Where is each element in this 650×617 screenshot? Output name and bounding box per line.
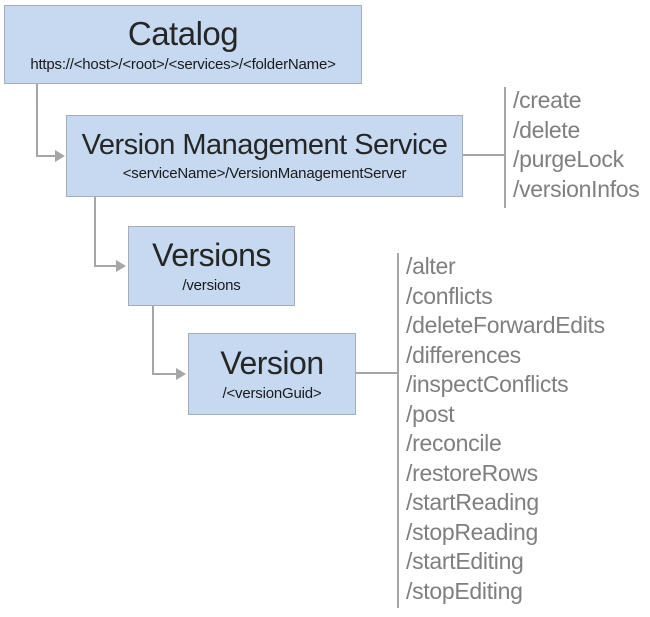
node-catalog: Catalog https://<host>/<root>/<services>… (4, 5, 362, 84)
connector-versions-to-version-vertical (152, 306, 154, 375)
catalog-url-pattern: https://<host>/<root>/<services>/<folder… (30, 55, 336, 73)
connector-vms-to-versions-vertical (94, 197, 96, 267)
catalog-title: Catalog (127, 15, 239, 53)
vms-operations-list: /create/delete/purgeLock/versionInfos (513, 86, 640, 204)
node-version-management-service: Version Management Service <serviceName>… (66, 115, 463, 197)
node-version: Version /<versionGuid> (188, 333, 356, 415)
operation-item: /versionInfos (513, 175, 640, 202)
operation-item: /alter (406, 253, 456, 279)
operation-item: /restoreRows (406, 459, 538, 486)
arrowhead-icon (176, 368, 186, 380)
operation-item: /startReading (406, 489, 539, 515)
vms-title: Version Management Service (81, 129, 448, 162)
connector-vms-to-versions-horizontal (94, 265, 117, 267)
operation-item: /startEditing (406, 548, 524, 574)
versions-title: Versions (152, 237, 271, 274)
node-versions: Versions /versions (128, 226, 295, 306)
operation-item: /purgeLock (513, 146, 624, 172)
connector-versions-to-version-horizontal (152, 373, 177, 375)
connector-catalog-to-vms-vertical (36, 84, 38, 157)
operation-item: /stopEditing (406, 577, 523, 604)
version-operations-bracket-line (397, 253, 399, 608)
versions-url-pattern: /versions (182, 276, 241, 294)
connector-catalog-to-vms-horizontal (36, 155, 56, 157)
operation-item: /stopReading (406, 518, 538, 545)
arrowhead-icon (116, 260, 126, 272)
operation-item: /delete (513, 116, 580, 143)
vms-url-pattern: <serviceName>/VersionManagementServer (122, 164, 407, 182)
version-title: Version (220, 345, 324, 382)
operation-item: /reconcile (406, 430, 502, 456)
operation-item: /post (406, 400, 455, 427)
operation-item: /deleteForwardEdits (406, 312, 605, 338)
version-url-pattern: /<versionGuid> (222, 384, 322, 402)
version-operations-list: /alter/conflicts/deleteForwardEdits/diff… (406, 252, 605, 606)
connector-vms-to-operations (463, 154, 505, 156)
operation-item: /inspectConflicts (406, 371, 569, 397)
connector-version-to-operations (356, 372, 398, 374)
operation-item: /differences (406, 341, 521, 368)
arrowhead-icon (55, 150, 65, 162)
vms-operations-bracket-line (504, 87, 506, 208)
operation-item: /conflicts (406, 282, 493, 309)
operation-item: /create (513, 87, 582, 113)
